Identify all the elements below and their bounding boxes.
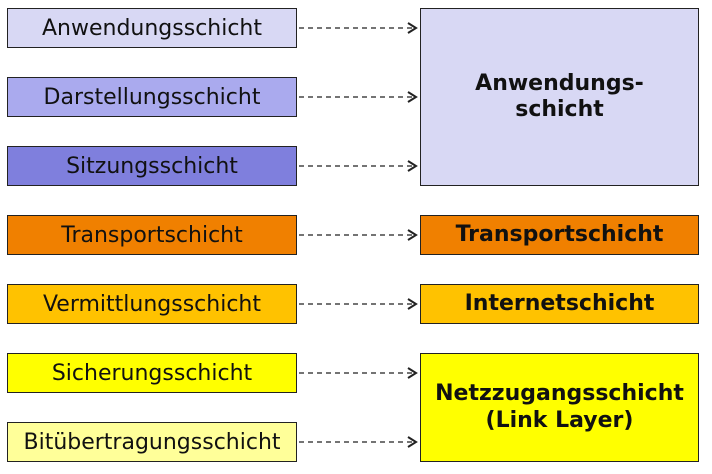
tcpip-layer-label-line1: Transportschicht: [455, 221, 664, 247]
arrow-head: [407, 229, 418, 241]
osi-layer-transport: Transportschicht: [7, 215, 297, 255]
osi-layer-physical: Bitübertragungsschicht: [7, 422, 297, 462]
arrow-head: [407, 160, 418, 172]
tcpip-layer-label-line2: schicht: [515, 97, 604, 122]
osi-layer-label: Sicherungsschicht: [51, 360, 253, 386]
arrow-head: [407, 436, 418, 448]
tcpip-layer-label-line2: (Link Layer): [485, 407, 634, 433]
tcpip-layer-transport: Transportschicht: [420, 215, 699, 255]
osi-layer-label: Sitzungsschicht: [66, 153, 238, 179]
osi-layer-network: Vermittlungsschicht: [7, 284, 297, 324]
tcpip-layer-label-line1: Internetschicht: [464, 290, 655, 316]
osi-layer-label: Transportschicht: [61, 222, 243, 248]
osi-layer-label: Vermittlungsschicht: [42, 291, 262, 317]
osi-layer-label: Bitübertragungsschicht: [23, 429, 281, 455]
tcpip-layer-link: Netzzugangsschicht (Link Layer): [420, 353, 699, 462]
arrow-head: [407, 22, 418, 34]
osi-layer-session: Sitzungsschicht: [7, 146, 297, 186]
arrow-head: [407, 298, 418, 310]
tcpip-layer-internet: Internetschicht: [420, 284, 699, 324]
osi-layer-label: Anwendungsschicht: [41, 15, 263, 41]
arrow-head: [407, 91, 418, 103]
osi-layer-label: Darstellungsschicht: [43, 84, 261, 110]
tcpip-layer-label-line1: Anwendungs-: [475, 70, 644, 96]
tcpip-layer-application: Anwendungs- schicht: [420, 8, 699, 186]
tcpip-layer-label-line1: Netzzugangsschicht: [435, 381, 684, 407]
arrow-head: [407, 367, 418, 379]
osi-layer-presentation: Darstellungsschicht: [7, 77, 297, 117]
osi-layer-data-link: Sicherungsschicht: [7, 353, 297, 393]
osi-layer-application: Anwendungsschicht: [7, 8, 297, 48]
